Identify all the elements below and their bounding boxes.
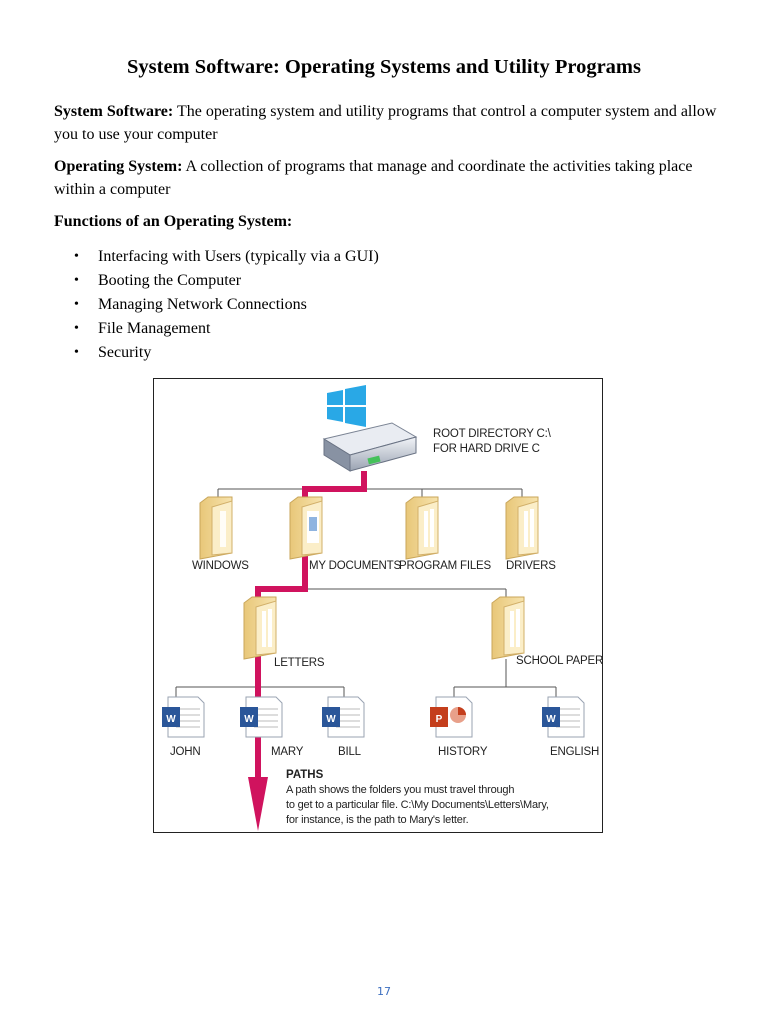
svg-text:W: W — [166, 714, 176, 725]
windows-logo-icon — [327, 385, 366, 427]
folder-label: SCHOOL PAPERS — [516, 655, 602, 667]
tree-lines — [175, 488, 557, 697]
definition-text: The operating system and utility program… — [54, 103, 717, 143]
file-label: HISTORY — [438, 746, 488, 758]
list-item: •Interfacing with Users (typically via a… — [54, 245, 379, 269]
folder-label: DRIVERS — [506, 560, 556, 572]
folder-label: LETTERS — [274, 657, 325, 669]
list-item: •Managing Network Connections — [54, 293, 379, 317]
word-document-icon: W — [322, 696, 365, 738]
bullet-icon: • — [74, 345, 79, 360]
bullet-icon: • — [74, 321, 79, 336]
list-item: •Booting the Computer — [54, 269, 379, 293]
bullet-icon: • — [74, 249, 79, 264]
directory-tree-svg: ROOT DIRECTORY C:\ FOR HARD DRIVE C WIND — [162, 385, 602, 831]
powerpoint-document-icon: P — [430, 696, 473, 738]
term: System Software: — [54, 103, 174, 120]
folder-icon — [491, 596, 525, 660]
definition-system-software: System Software: The operating system an… — [54, 100, 724, 146]
caption-line: for instance, is the path to Mary's lett… — [286, 814, 469, 826]
file-label: BILL — [338, 746, 362, 758]
caption-title: PATHS — [286, 769, 324, 781]
root-label-line1: ROOT DIRECTORY C:\ — [433, 428, 552, 440]
word-document-icon: W — [542, 696, 585, 738]
term: Operating System: — [54, 158, 183, 175]
folder-icon — [405, 496, 439, 560]
word-document-icon: W — [162, 696, 205, 738]
root-label-line2: FOR HARD DRIVE C — [433, 443, 540, 455]
bullet-icon: • — [74, 297, 79, 312]
bullet-icon: • — [74, 273, 79, 288]
file-label: ENGLISH — [550, 746, 599, 758]
svg-text:W: W — [546, 714, 556, 725]
file-path-diagram: ROOT DIRECTORY C:\ FOR HARD DRIVE C WIND — [153, 378, 603, 833]
list-item: •File Management — [54, 317, 379, 341]
word-document-icon: W — [240, 696, 283, 738]
hard-drive-icon — [322, 422, 418, 472]
caption-line: to get to a particular file. C:\My Docum… — [286, 799, 549, 811]
file-label: MARY — [271, 746, 304, 758]
folder-label: PROGRAM FILES — [399, 560, 492, 572]
svg-text:P: P — [436, 714, 443, 725]
functions-heading: Functions of an Operating System: — [54, 213, 293, 230]
page-title: System Software: Operating Systems and U… — [127, 56, 641, 78]
folder-icon — [243, 596, 277, 660]
list-item: •Security — [54, 341, 379, 365]
caption-line: A path shows the folders you must travel… — [286, 784, 514, 796]
definition-operating-system: Operating System: A collection of progra… — [54, 155, 724, 201]
folder-label: MY DOCUMENTS — [309, 560, 401, 572]
folder-icon — [505, 496, 539, 560]
folder-label: WINDOWS — [192, 560, 249, 572]
folder-icon — [199, 496, 233, 560]
definition-text: A collection of programs that manage and… — [54, 158, 693, 198]
folder-icon — [289, 496, 323, 560]
svg-text:W: W — [244, 714, 254, 725]
page-number: 17 — [377, 985, 391, 998]
functions-list: •Interfacing with Users (typically via a… — [54, 245, 379, 365]
svg-text:W: W — [326, 714, 336, 725]
file-label: JOHN — [170, 746, 201, 758]
